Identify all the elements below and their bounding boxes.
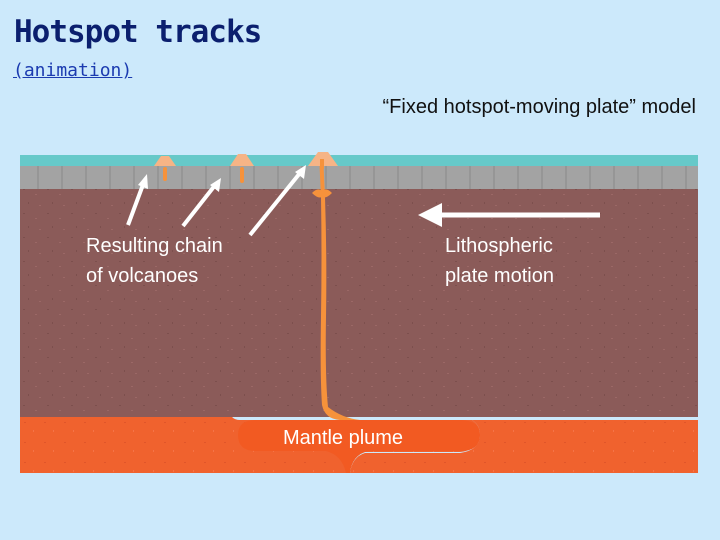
volcano-active [308,152,338,169]
ocean-layer [20,155,698,166]
crust-layer [20,166,698,189]
volcano-oldest [154,156,176,181]
model-caption: “Fixed hotspot-moving plate” model [382,96,696,118]
hotspot-diagram: Resulting chain of volcanoes Lithospheri… [20,137,698,473]
diagram-canvas [20,152,698,473]
volcano-chain-label: Resulting chain of volcanoes [86,235,223,287]
volcano-arrows [126,171,302,237]
animation-link[interactable]: (animation) [13,60,133,81]
mantle-plume-label: Mantle plume [283,427,404,449]
volcano-middle [230,154,254,183]
volcano-arrowheads [138,165,306,192]
crust-divisions [37,166,687,189]
lithosphere-layer [20,189,698,417]
plume-head [238,420,480,473]
asthenosphere-layer-right [350,420,698,473]
plate-motion-label: Lithospheric plate motion [445,235,554,287]
plume-bulb [312,189,332,198]
plume-conduit [319,155,360,420]
arrow-to-middle-volcano [181,182,218,228]
plate-motion-arrow [418,203,600,227]
slide-title: Hotspot tracks [14,14,262,50]
arrow-to-oldest-volcano [126,181,146,226]
arrow-to-active-volcano [248,171,302,237]
